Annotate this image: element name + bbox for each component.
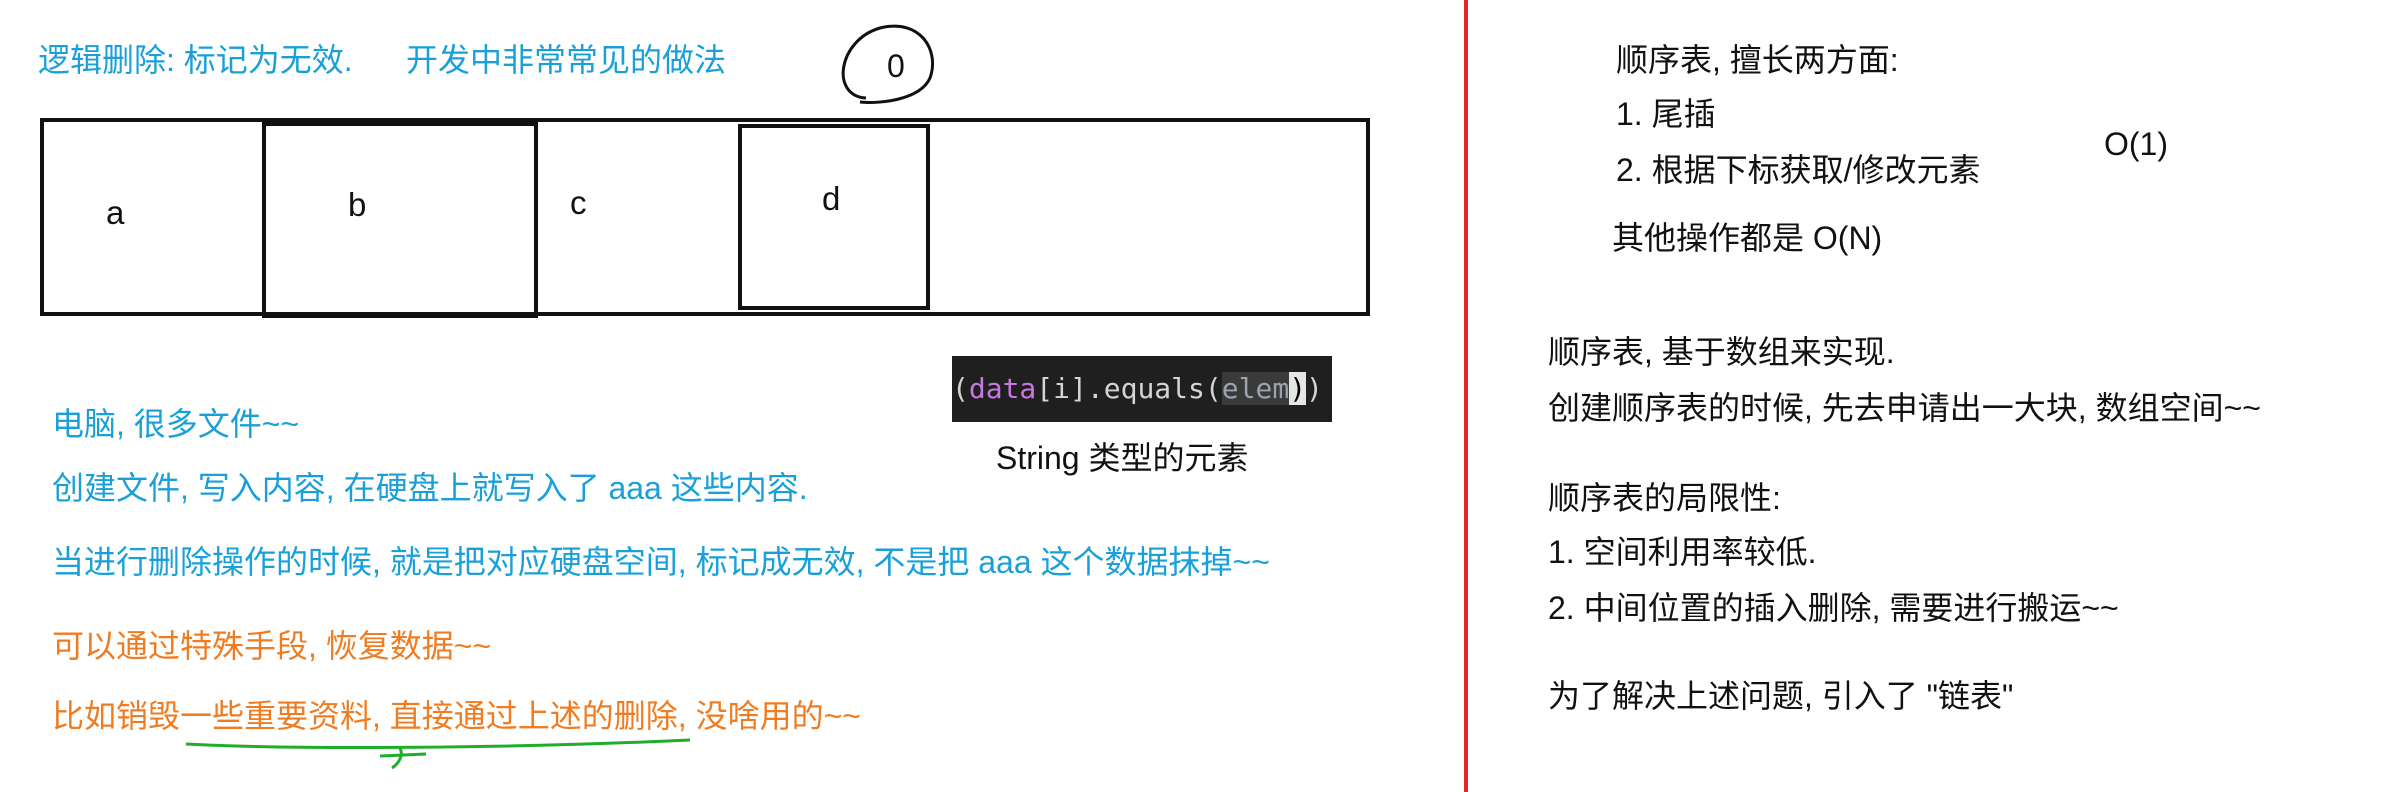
code-snippet: (data[i].equals(elem)) (952, 356, 1332, 422)
note-line-3: 当进行删除操作的时候, 就是把对应硬盘空间, 标记成无效, 不是把 aaa 这个… (52, 544, 1270, 580)
limits-title: 顺序表的局限性: (1548, 480, 1781, 516)
complexity-o1: O(1) (2104, 126, 2168, 162)
cell-b-label: b (348, 186, 367, 223)
recover-note: 可以通过特殊手段, 恢复数据~~ (52, 628, 492, 664)
note-line-2: 创建文件, 写入内容, 在硬盘上就写入了 aaa 这些内容. (52, 470, 808, 506)
strength-1: 1. 尾插 (1616, 96, 1716, 132)
green-underline-tick (391, 747, 403, 770)
array-outer-box (40, 118, 1370, 316)
array-cell-d-box (738, 124, 930, 310)
logic-delete-title: 逻辑删除: 标记为无效. (38, 42, 353, 78)
impl-line-2: 创建顺序表的时候, 先去申请出一大块, 数组空间~~ (1548, 390, 2261, 426)
impl-line-1: 顺序表, 基于数组来实现. (1548, 334, 1895, 370)
destroy-note: 比如销毁一些重要资料, 直接通过上述的删除, 没啥用的~~ (52, 698, 861, 734)
conclusion-linked-list: 为了解决上述问题, 引入了 "链表" (1548, 678, 2014, 714)
code-caption: String 类型的元素 (996, 440, 1249, 476)
cell-d-label: d (822, 180, 841, 217)
common-practice-note: 开发中非常常见的做法 (406, 42, 727, 78)
code-data: data (968, 372, 1037, 405)
cell-c-label: c (570, 184, 587, 221)
strength-2: 2. 根据下标获取/修改元素 (1616, 152, 1981, 188)
page-divider (1464, 0, 1468, 792)
strengths-title: 顺序表, 擅长两方面: (1616, 42, 1899, 78)
code-method: .equals (1086, 372, 1205, 405)
hand-circle (841, 24, 935, 104)
code-paren2: ( (1204, 372, 1222, 405)
note-line-1: 电脑, 很多文件~~ (52, 406, 300, 442)
limit-2: 2. 中间位置的插入删除, 需要进行搬运~~ (1548, 590, 2119, 626)
limit-1: 1. 空间利用率较低. (1548, 534, 1817, 570)
other-ops-complexity: 其他操作都是 O(N) (1612, 220, 1883, 256)
code-paren-close: ) (1306, 372, 1323, 405)
cell-a-label: a (106, 194, 125, 231)
code-cursor-paren: ) (1289, 372, 1307, 405)
code-index: [i] (1036, 372, 1087, 405)
green-underline (185, 738, 691, 749)
array-cell-b-box (262, 122, 538, 318)
code-arg: elem (1221, 372, 1290, 405)
circle-label: 0 (887, 48, 905, 84)
code-paren-open: ( (952, 372, 969, 405)
green-underline-tick2 (379, 752, 427, 758)
